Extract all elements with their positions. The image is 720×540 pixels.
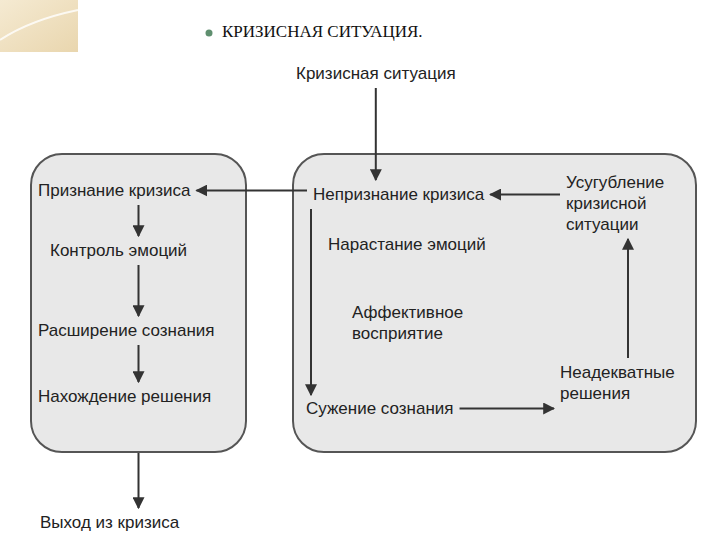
step-label: Признание кризиса <box>38 180 191 201</box>
node-text: Нарастание эмоций <box>328 234 486 255</box>
corner-tile <box>0 0 78 52</box>
flow-arrow <box>627 239 629 358</box>
node-text: Аффективное восприятие <box>352 302 487 344</box>
node-text: Сужение сознания <box>306 398 454 419</box>
step-label: Расширение сознания <box>38 320 215 341</box>
corner-curve <box>0 10 78 40</box>
step-label: Нарастание эмоций <box>328 234 486 255</box>
title-bullet <box>206 30 213 37</box>
flow-arrow <box>490 194 560 196</box>
node-text: Признание кризиса <box>38 180 191 201</box>
flow-arrow <box>138 265 140 316</box>
node-text: Контроль эмоций <box>50 240 187 261</box>
flow-arrow <box>138 205 140 236</box>
step-label: Контроль эмоций <box>50 240 187 261</box>
step-label: Неадекватные решения <box>560 362 685 404</box>
start-label: Кризисная ситуация <box>296 63 456 84</box>
node-text: Усугубление кризисной ситуации <box>566 172 690 235</box>
step-label: Сужение сознания <box>306 398 454 419</box>
node-text: Непризнание кризиса <box>313 184 484 205</box>
step-label: Непризнание кризиса <box>313 184 484 205</box>
node-text: Неадекватные решения <box>560 362 685 404</box>
flow-arrow <box>460 408 554 410</box>
slide-title: КРИЗИСНАЯ СИТУАЦИЯ. <box>222 22 423 42</box>
end-label: Выход из кризиса <box>40 512 179 533</box>
step-label: Усугубление кризисной ситуации <box>566 172 690 235</box>
flow-arrow <box>138 345 140 382</box>
flow-arrow <box>375 88 377 180</box>
node-text: Расширение сознания <box>38 320 215 341</box>
flow-arrow <box>310 209 312 395</box>
step-label: Аффективное восприятие <box>352 302 487 344</box>
node-text: Выход из кризиса <box>40 512 179 533</box>
node-text: Нахождение решения <box>38 386 211 407</box>
flow-arrow <box>138 453 140 508</box>
node-text: Кризисная ситуация <box>296 63 456 84</box>
flow-arrow <box>197 190 307 192</box>
step-label: Нахождение решения <box>38 386 211 407</box>
